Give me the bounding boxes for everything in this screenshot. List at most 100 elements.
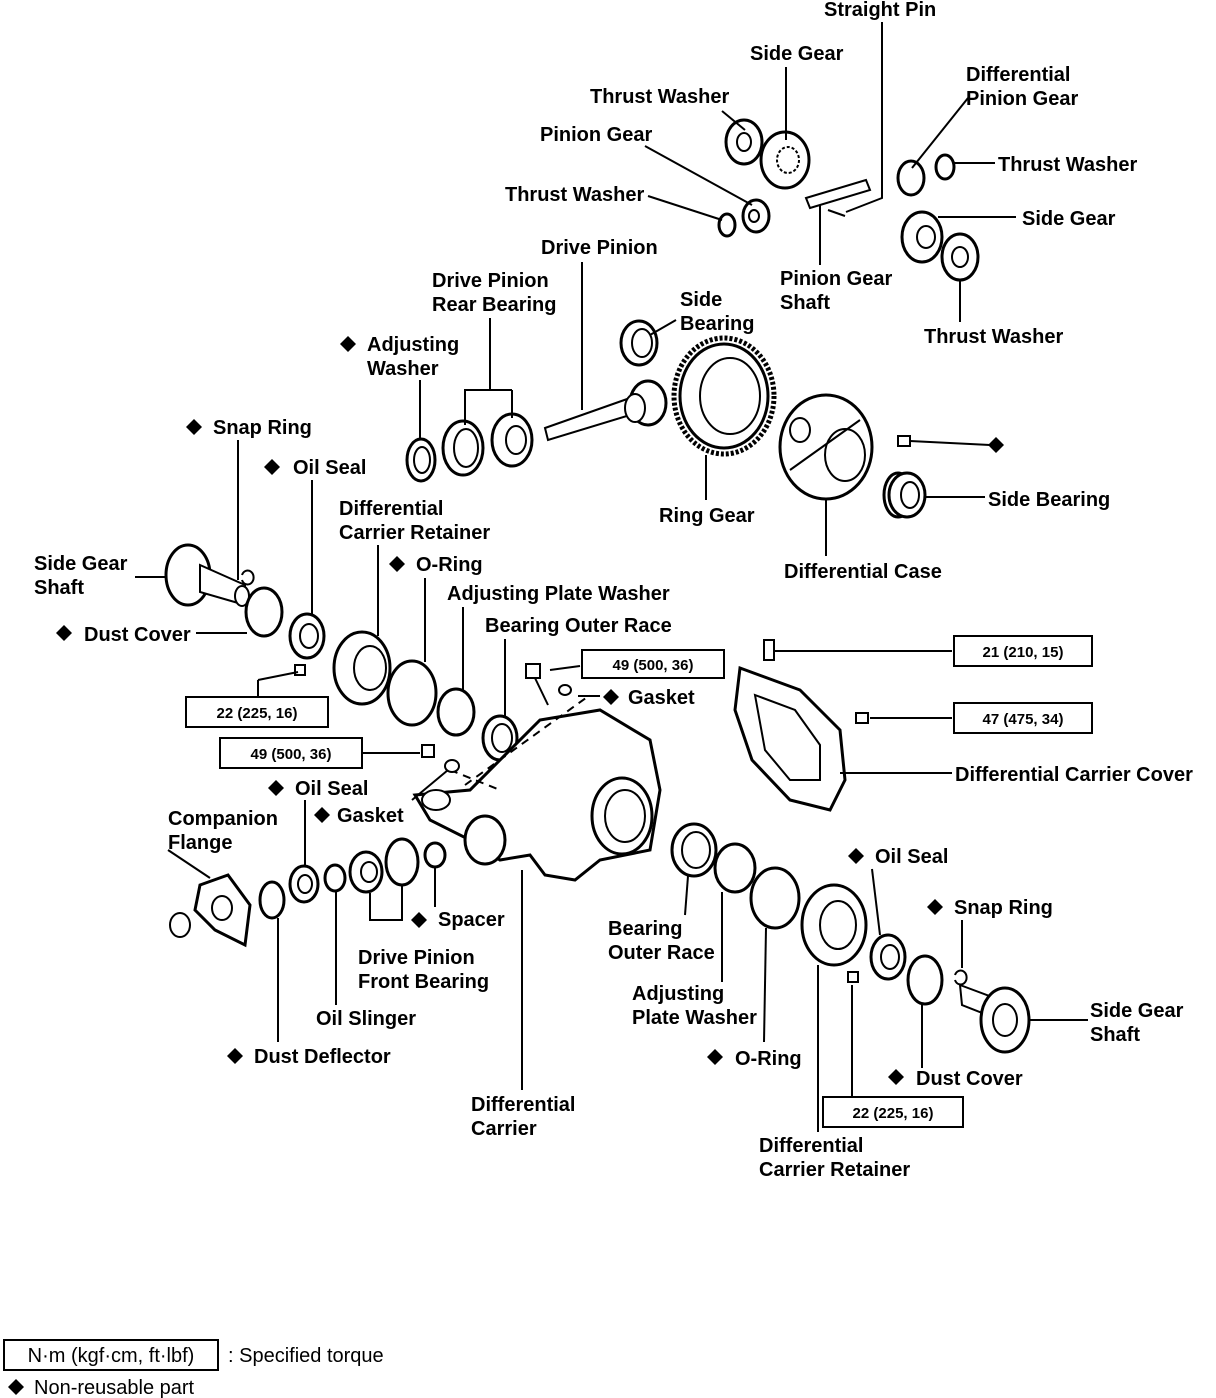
diamond-snap-ring-right bbox=[927, 899, 943, 915]
spacer-part bbox=[423, 841, 447, 869]
ring-gear-part bbox=[671, 335, 777, 457]
label-gasket-upper: Gasket bbox=[628, 687, 695, 709]
torque-cover-breather: 21 (210, 15) bbox=[983, 644, 1064, 661]
retainer-bolt-right-part bbox=[847, 971, 859, 983]
differential-carrier-retainer-left-part bbox=[332, 630, 392, 706]
label-thrust-washer-top: Thrust Washer bbox=[590, 86, 729, 108]
adjusting-plate-washer-right-part bbox=[713, 842, 757, 894]
label-ring-gear: Ring Gear bbox=[659, 505, 755, 527]
label-gasket-lower: Gasket bbox=[337, 805, 404, 827]
dust-cover-left-part bbox=[244, 586, 284, 638]
diamond-oil-seal-right bbox=[848, 848, 864, 864]
diamond-oil-seal-lower bbox=[268, 780, 284, 796]
dust-cover-right-part bbox=[906, 954, 944, 1006]
dust-deflector-part bbox=[258, 880, 286, 920]
diamond-legend bbox=[8, 1379, 24, 1395]
label-oil-seal-lower-left: Oil Seal bbox=[295, 778, 368, 800]
torque-box-cover-bolt bbox=[953, 702, 1093, 734]
diamond-gasket-upper bbox=[603, 689, 619, 705]
label-oil-seal-right: Oil Seal bbox=[875, 846, 948, 868]
legend-torque-box bbox=[3, 1339, 219, 1371]
diamond-snap-ring-left bbox=[186, 419, 202, 435]
gasket-lower-part bbox=[444, 759, 460, 773]
non-reusable-markers bbox=[8, 336, 1004, 1395]
thrust-washer-left-part bbox=[717, 212, 737, 238]
torque-box-companion-lower bbox=[219, 737, 363, 769]
label-thrust-washer-left: Thrust Washer bbox=[505, 184, 644, 206]
label-dust-deflector: Dust Deflector bbox=[254, 1046, 391, 1068]
label-oil-seal-upper-left: Oil Seal bbox=[293, 457, 366, 479]
label-drive-pinion: Drive Pinion bbox=[541, 237, 658, 259]
label-dust-cover-right: Dust Cover bbox=[916, 1068, 1023, 1090]
torque-companion-lower: 49 (500, 36) bbox=[251, 746, 332, 763]
torque-cover-bolt: 47 (475, 34) bbox=[983, 711, 1064, 728]
label-o-ring-left: O-Ring bbox=[416, 554, 483, 576]
side-gear-shaft-left-part bbox=[164, 543, 250, 607]
differential-carrier-part bbox=[412, 708, 662, 882]
label-adjusting-plate-washer-left: Adjusting Plate Washer bbox=[447, 583, 670, 605]
label-snap-ring-right: Snap Ring bbox=[954, 897, 1053, 919]
diamond-o-ring-right bbox=[707, 1049, 723, 1065]
retainer-bolt-left-part bbox=[294, 664, 306, 676]
side-gear-shaft-right-part bbox=[958, 983, 1031, 1054]
oil-slinger-part bbox=[323, 863, 347, 893]
drive-pinion-part bbox=[543, 379, 668, 442]
o-ring-left-part bbox=[386, 659, 438, 727]
torque-boxes: 22 (225, 16) 49 (500, 36) 49 (500, 36) 2… bbox=[185, 635, 1093, 1128]
label-dust-cover-left: Dust Cover bbox=[84, 624, 191, 646]
differential-carrier-cover-part bbox=[733, 665, 847, 812]
torque-companion-upper: 49 (500, 36) bbox=[613, 657, 694, 674]
snap-ring-left-part bbox=[241, 569, 255, 586]
thrust-washer-right-part bbox=[934, 153, 956, 181]
label-snap-ring-left: Snap Ring bbox=[213, 417, 312, 439]
gasket-upper-part bbox=[558, 684, 572, 696]
diamond-dust-deflector bbox=[227, 1048, 243, 1064]
label-side-gear-right: Side Gear bbox=[1022, 208, 1116, 230]
torque-box-retainer-left bbox=[185, 696, 329, 728]
label-oil-slinger: Oil Slinger bbox=[316, 1008, 416, 1030]
legend-torque-box-text: N·m (kgf·cm, ft·lbf) bbox=[28, 1345, 195, 1367]
pinion-gear-shaft-part bbox=[804, 178, 872, 210]
diamond-adjusting-washer bbox=[340, 336, 356, 352]
diamond-o-ring-left bbox=[389, 556, 405, 572]
torque-retainer-right: 22 (225, 16) bbox=[853, 1105, 934, 1122]
differential-case-part bbox=[778, 393, 874, 501]
diamond-gasket-lower bbox=[314, 807, 330, 823]
diamond-dust-cover-right bbox=[888, 1069, 904, 1085]
diamond-oil-seal-upper bbox=[264, 459, 280, 475]
adjusting-plate-washer-left-part bbox=[436, 687, 476, 737]
label-o-ring-right: O-Ring bbox=[735, 1048, 802, 1070]
leader-lines bbox=[135, 22, 1088, 1132]
diamond-spacer bbox=[411, 912, 427, 928]
torque-retainer-left: 22 (225, 16) bbox=[217, 705, 298, 722]
differential-carrier-retainer-right-part bbox=[800, 883, 868, 967]
diamond-dust-cover-left bbox=[56, 625, 72, 641]
part-labels: Straight Pin Side Gear Thrust Washer Pin… bbox=[34, 0, 1193, 1181]
legend-non-reusable-text: Non-reusable part bbox=[34, 1377, 195, 1398]
label-thrust-washer-right: Thrust Washer bbox=[998, 154, 1137, 176]
label-bearing-outer-race-left: Bearing Outer Race bbox=[485, 615, 672, 637]
snap-ring-right-part bbox=[954, 969, 968, 986]
part-drawings bbox=[164, 118, 1031, 1054]
label-thrust-washer-right-low: Thrust Washer bbox=[924, 326, 1063, 348]
label-differential-carrier-cover: Differential Carrier Cover bbox=[955, 764, 1193, 786]
legend: N·m (kgf·cm, ft·lbf) : Specified torque … bbox=[3, 1339, 384, 1398]
label-spacer: Spacer bbox=[438, 909, 505, 931]
label-pinion-gear: Pinion Gear bbox=[540, 124, 652, 146]
torque-box-companion-upper bbox=[581, 649, 725, 679]
diamond-case-bolt bbox=[988, 437, 1004, 453]
label-side-gear-top: Side Gear bbox=[750, 43, 844, 65]
